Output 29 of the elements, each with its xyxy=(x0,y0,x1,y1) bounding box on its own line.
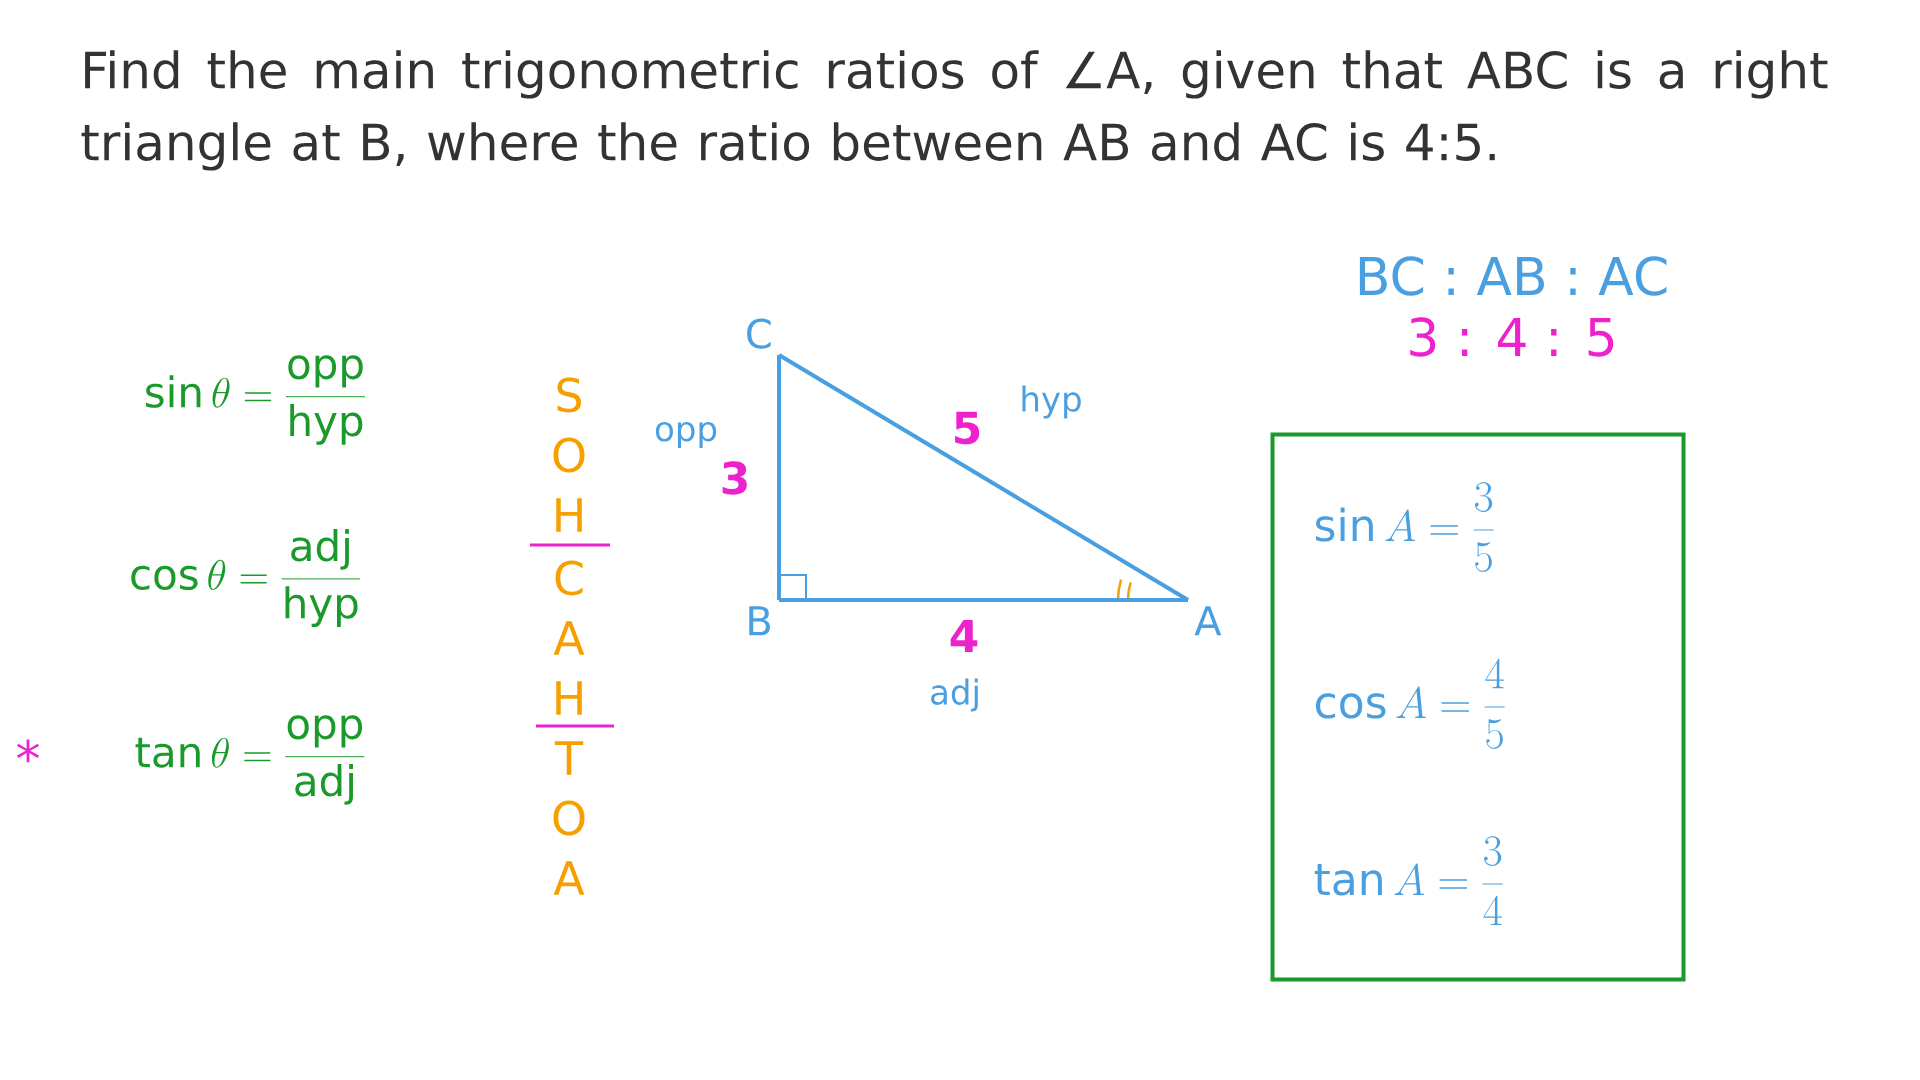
side-length: 4 xyxy=(950,620,978,653)
vertex-label: A xyxy=(1194,606,1222,636)
mnemonic-letter: H xyxy=(556,681,582,715)
asterisk: * xyxy=(17,739,39,763)
vertex-label: B xyxy=(749,606,770,636)
mnemonic-letter: O xyxy=(553,437,585,473)
side-length: 3 xyxy=(722,461,747,495)
vertex-label: C xyxy=(747,318,771,349)
triangle-side xyxy=(779,598,1188,602)
mnemonic-letter: A xyxy=(553,861,585,895)
mnemonic-letter: H xyxy=(556,498,582,532)
mnemonic-letter: A xyxy=(553,621,585,655)
mnemonic-letter: O xyxy=(553,800,585,836)
mnemonic-letter: S xyxy=(557,377,582,413)
formula: $\sin\theta = \frac{\mathrm{opp}}{\mathrm{hyp}}$ xyxy=(146,355,366,445)
mnemonic-letter: C xyxy=(555,560,583,596)
side-name: hyp xyxy=(1022,385,1081,419)
answer-box: $\sin A = \frac{3}{5}$ $\cos A = \frac{4}{5}$ $\tan A = \frac{3}{4}$ xyxy=(1270,432,1686,982)
ratio-text: BC : AB : AC xyxy=(1359,256,1667,296)
ratio-text: 3 : 4 : 5 xyxy=(1410,317,1614,357)
triangle-side xyxy=(777,355,781,600)
side-name: opp xyxy=(655,421,717,449)
side-name: adj xyxy=(931,678,978,712)
formula: $\tan\theta = \frac{\mathrm{opp}}{\mathrm{adj}}$ xyxy=(135,715,365,805)
side-length: 5 xyxy=(955,411,980,445)
mnemonic-letter: T xyxy=(554,741,584,775)
formula: $\cos\theta = \frac{\mathrm{adj}}{\mathrm{hyp}}$ xyxy=(131,529,360,627)
title: Find the main trigonometric ratios of ∠A, given that ABC is a right triangle at B, where the ratio between AB and AC is 4:5. xyxy=(81,50,1828,171)
triangle-side xyxy=(778,353,1190,602)
